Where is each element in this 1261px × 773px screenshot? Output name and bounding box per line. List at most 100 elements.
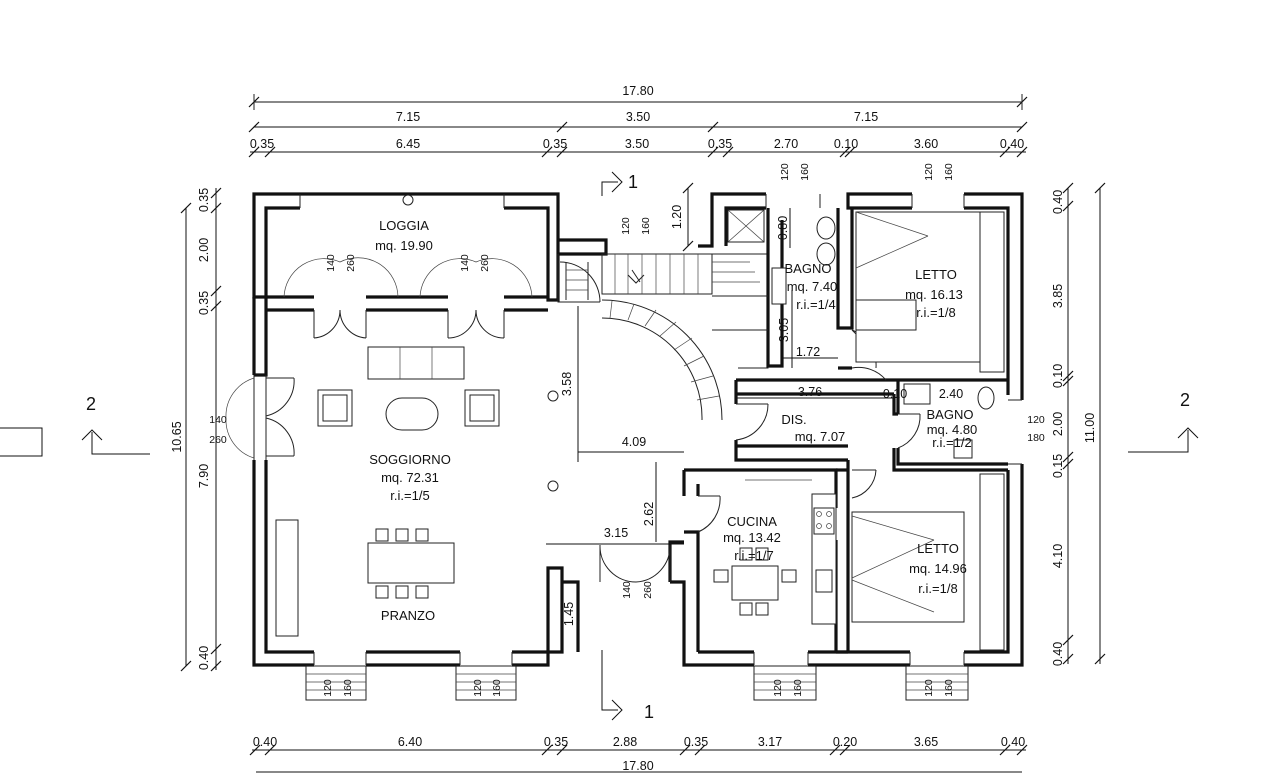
dim-right-4: 0.15	[1051, 454, 1065, 478]
loggia-area: mq. 19.90	[375, 238, 433, 253]
letto2-ri: r.i.=1/8	[918, 581, 957, 596]
dim-top-r3-4: 0.35	[708, 137, 732, 151]
staircase	[565, 253, 768, 421]
op-top-120a: 120	[620, 217, 632, 235]
dim-376: 3.76	[798, 385, 822, 399]
op-bot-120d: 120	[923, 679, 935, 697]
dim-bottom-7: 3.65	[914, 735, 938, 749]
dim-left-0: 0.35	[197, 188, 211, 212]
exterior-walls	[252, 192, 1024, 667]
dis-area: mq. 7.07	[795, 429, 846, 444]
cucina-name: CUCINA	[727, 514, 777, 529]
dim-080: 0.80	[776, 216, 790, 240]
dim-right-6: 0.40	[1051, 642, 1065, 666]
dim-315: 3.15	[604, 526, 628, 540]
dim-358: 3.58	[560, 372, 574, 396]
dim-right-5: 4.10	[1051, 544, 1065, 568]
op-bot-160c: 160	[792, 679, 804, 697]
op-top-160b: 160	[799, 163, 811, 181]
top-dimensions: 17.80 7.15 3.50 7.15 0.35 6.45 0.35 3.50…	[248, 84, 1028, 158]
windows	[253, 194, 1022, 701]
op-top-160c: 160	[943, 163, 955, 181]
letto2-area: mq. 14.96	[909, 561, 967, 576]
op-loggia-260a: 260	[345, 254, 357, 272]
soggiorno-area: mq. 72.31	[381, 470, 439, 485]
dim-left-4: 0.40	[197, 646, 211, 670]
dim-bottom-1: 6.40	[398, 735, 422, 749]
letto2-name: LETTO	[917, 541, 959, 556]
interior-dimensions: 1.20 0.80 3.05 1.72 3.76 0.10 2.40 3.58 …	[546, 182, 963, 652]
dim-top-r2-1: 3.50	[626, 110, 650, 124]
dim-top-r3-5: 2.70	[774, 137, 798, 151]
dim-top-r3-0: 0.35	[250, 137, 274, 151]
dim-bottom-4: 0.35	[684, 735, 708, 749]
dim-left-1: 2.00	[197, 238, 211, 262]
op-top-160a: 160	[640, 217, 652, 235]
op-left-140: 140	[209, 414, 227, 426]
op-loggia-260b: 260	[479, 254, 491, 272]
dim-top-r3-7: 3.60	[914, 137, 938, 151]
dim-left-outer: 10.65	[170, 421, 184, 452]
dim-right-2: 0.10	[1051, 364, 1065, 388]
furniture	[275, 194, 1005, 651]
soggiorno-name: SOGGIORNO	[369, 452, 451, 467]
dim-bottom-3: 2.88	[613, 735, 637, 749]
op-loggia-140b: 140	[459, 254, 471, 272]
op-loggia-140a: 140	[325, 254, 337, 272]
dim-top-overall: 17.80	[622, 84, 653, 98]
pranzo-name: PRANZO	[381, 608, 435, 623]
left-dimensions: 10.65 0.35 2.00 0.35 7.90 0.40	[170, 187, 222, 672]
dim-top-r3-1: 6.45	[396, 137, 420, 151]
section-2-left: 2	[86, 394, 96, 414]
cucina-ri: r.i.=1/7	[734, 548, 773, 563]
dim-bottom-overall: 17.80	[622, 759, 653, 773]
dim-top-r3-2: 0.35	[543, 137, 567, 151]
bagno2-ri: r.i.=1/2	[932, 435, 971, 450]
dim-right-outer: 11.00	[1083, 413, 1097, 443]
soggiorno-ri: r.i.=1/5	[390, 488, 429, 503]
room-labels: LOGGIA mq. 19.90 SOGGIORNO mq. 72.31 r.i…	[369, 218, 977, 623]
dim-right-0: 0.40	[1051, 190, 1065, 214]
dim-172: 1.72	[796, 345, 820, 359]
dim-bottom-0: 0.40	[253, 735, 277, 749]
letto1-area: mq. 16.13	[905, 287, 963, 302]
dim-top-r3-3: 3.50	[625, 137, 649, 151]
section-1-bottom: 1	[644, 702, 654, 722]
op-entry-260: 260	[642, 581, 654, 599]
dim-right-1: 3.85	[1051, 284, 1065, 308]
section-2-right: 2	[1180, 390, 1190, 410]
op-bot-120c: 120	[772, 679, 784, 697]
letto1-name: LETTO	[915, 267, 957, 282]
dim-top-r2-0: 7.15	[396, 110, 420, 124]
dim-262: 2.62	[642, 502, 656, 526]
op-bot-120a: 120	[322, 679, 334, 697]
dis-name: DIS.	[781, 412, 806, 427]
op-right-180: 180	[1027, 432, 1045, 444]
op-entry-140: 140	[621, 581, 633, 599]
dim-bottom-5: 3.17	[758, 735, 782, 749]
section-markers: 1 1 2 2	[0, 171, 1199, 722]
dim-145: 1.45	[562, 602, 576, 626]
opening-labels: 120 160 120 160 120 160 140 260 140 260 …	[209, 163, 1045, 697]
op-top-120b: 120	[779, 163, 791, 181]
op-bot-120b: 120	[472, 679, 484, 697]
dim-bottom-2: 0.35	[544, 735, 568, 749]
op-right-120: 120	[1027, 414, 1045, 426]
dim-bottom-6: 0.20	[833, 735, 857, 749]
op-bot-160a: 160	[342, 679, 354, 697]
dim-bottom-8: 0.40	[1001, 735, 1025, 749]
dim-top-r3-6: 0.10	[834, 137, 858, 151]
dim-120: 1.20	[670, 205, 684, 229]
dim-409: 4.09	[622, 435, 646, 449]
bagno1-area: mq. 7.40	[787, 279, 838, 294]
right-dimensions: 11.00 0.40 3.85 0.10 2.00 0.15 4.10 0.40	[1051, 182, 1106, 666]
dim-right-3: 2.00	[1051, 412, 1065, 436]
op-bot-160b: 160	[491, 679, 503, 697]
bagno2-area: mq. 4.80	[927, 422, 978, 437]
letto1-ri: r.i.=1/8	[916, 305, 955, 320]
bottom-dimensions: 0.40 6.40 0.35 2.88 0.35 3.17 0.20 3.65 …	[249, 735, 1028, 773]
bagno1-ri: r.i.=1/4	[796, 297, 835, 312]
section-1-top: 1	[628, 172, 638, 192]
cucina-area: mq. 13.42	[723, 530, 781, 545]
